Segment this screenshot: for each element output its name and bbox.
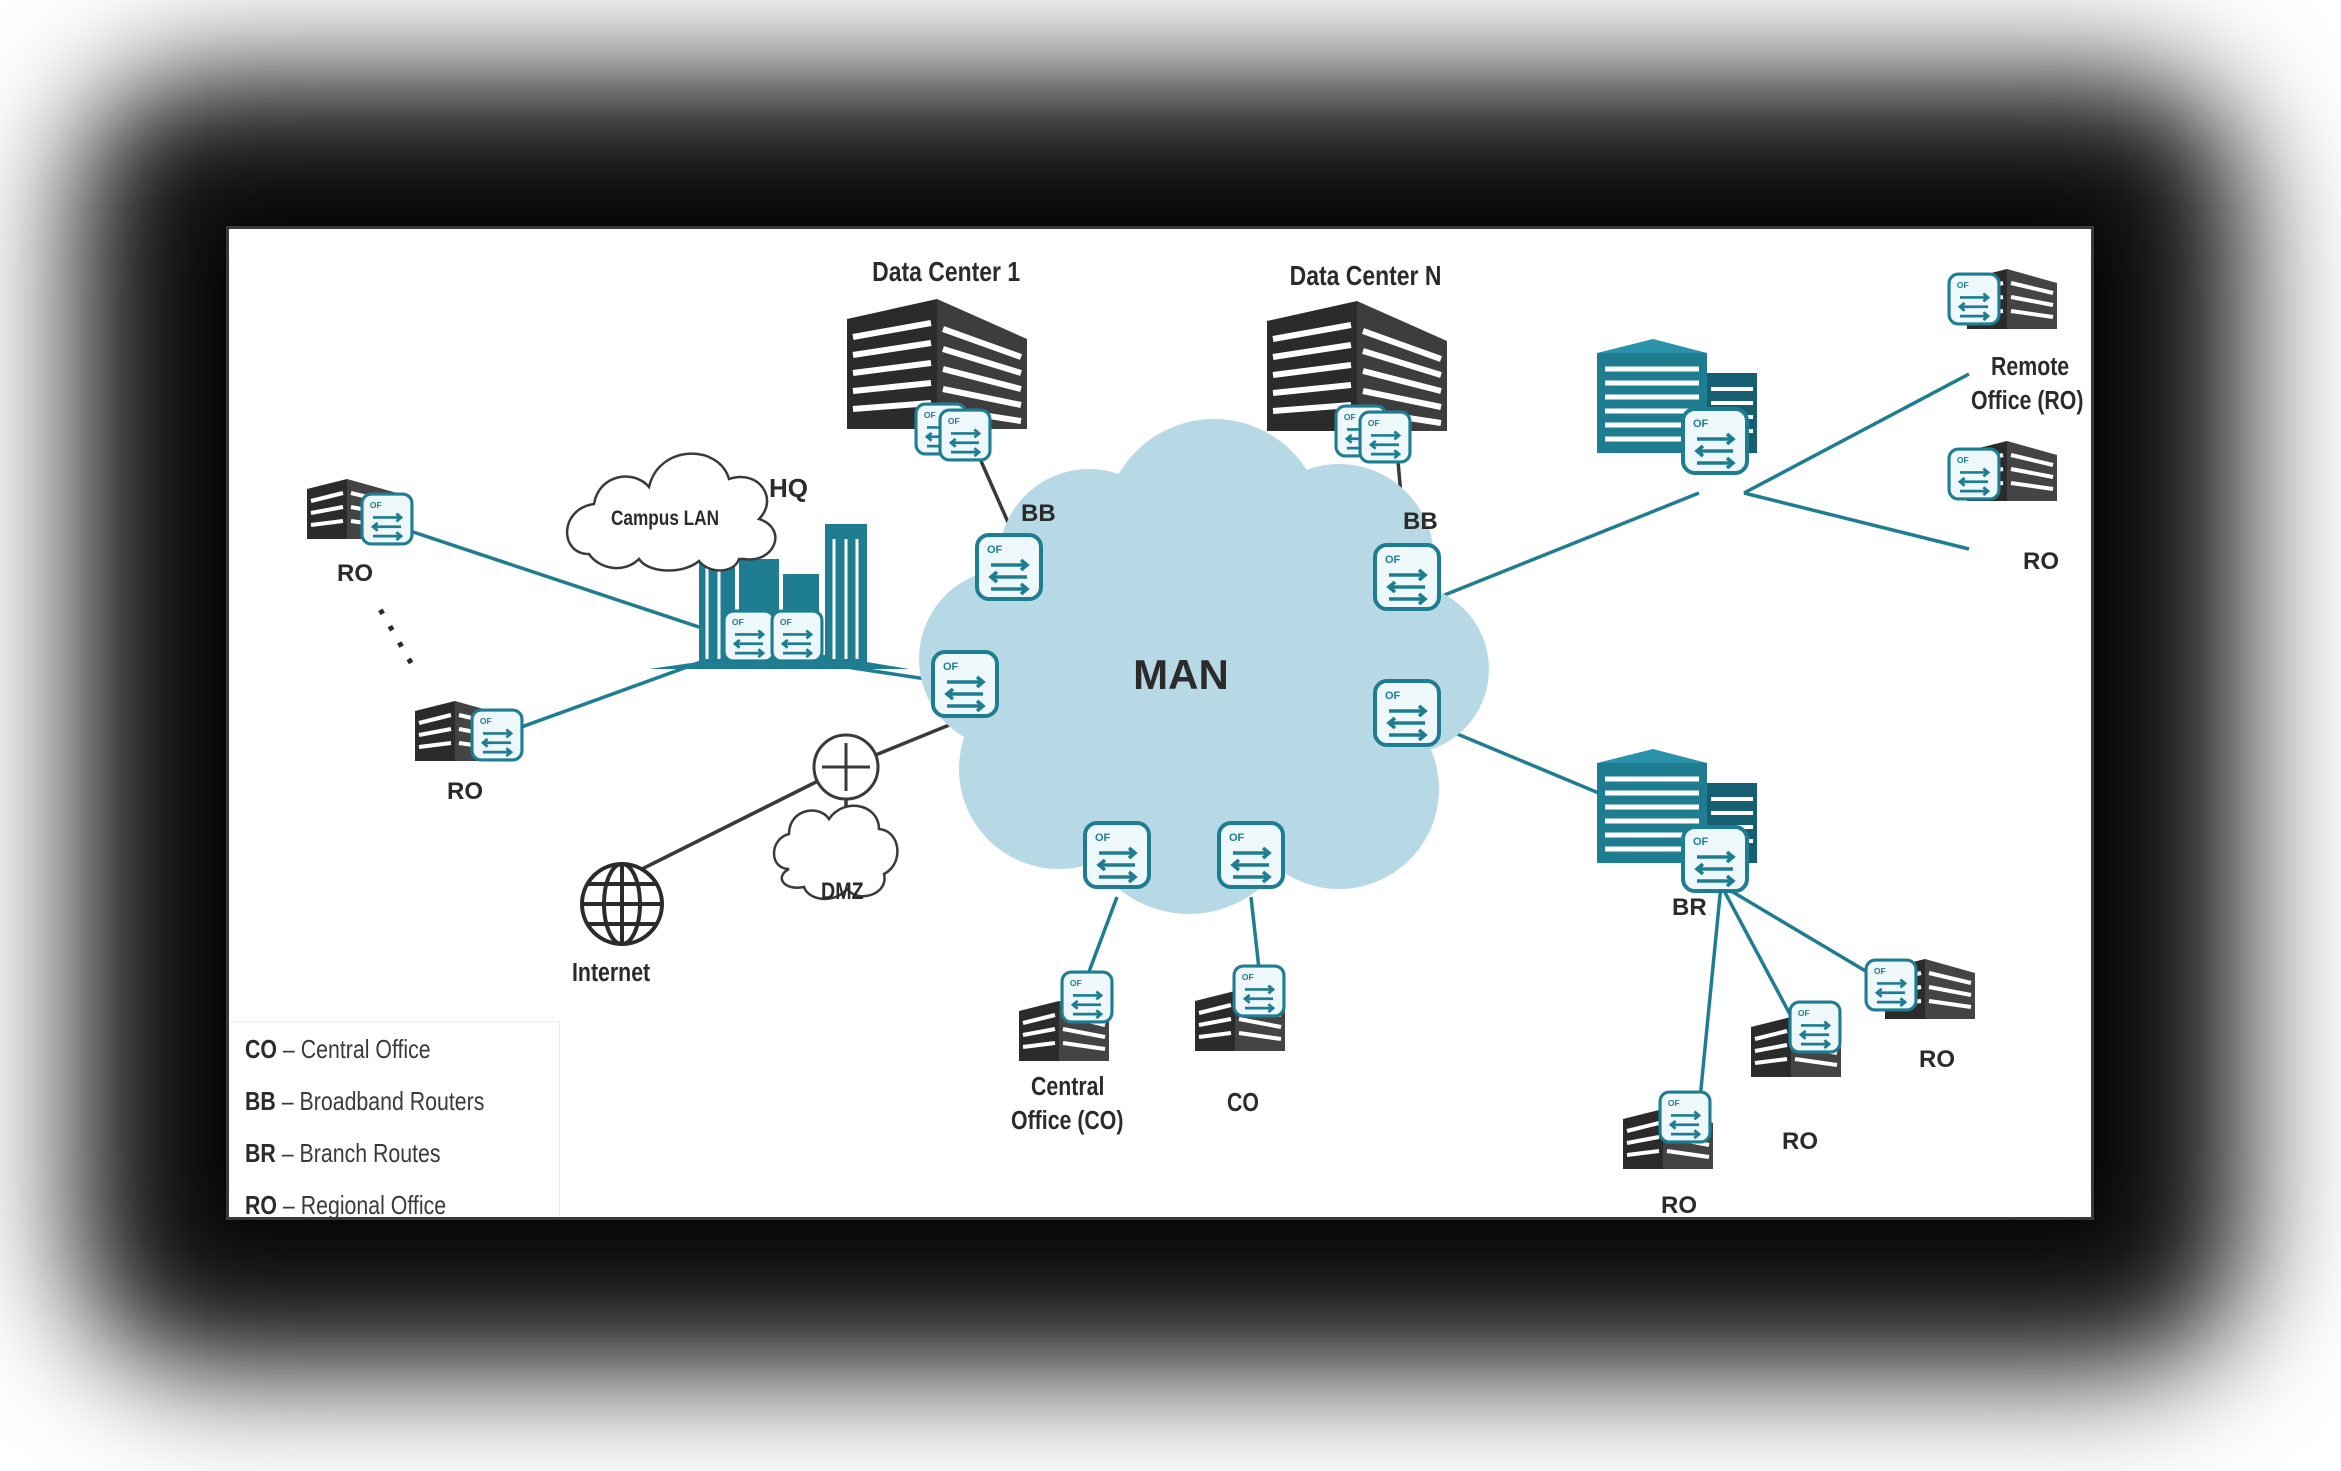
data-center-1: Data Center 1	[847, 257, 1027, 460]
legend-item: BB – Broadband Routers	[245, 1086, 485, 1116]
bb-label-left: BB	[1021, 500, 1056, 527]
branch-building: BR	[1597, 749, 1757, 921]
ellipsis: . . . .	[370, 594, 436, 670]
ro-label: RO	[1919, 1046, 1955, 1073]
ro-label: RO	[337, 560, 373, 587]
man-switch-bottom-left	[1083, 821, 1151, 889]
co-office: CO	[1193, 966, 1287, 1118]
bb-switch-left: BB	[975, 500, 1056, 601]
ro-label: RO	[1782, 1128, 1818, 1155]
legend-item: BR – Branch Routes	[245, 1138, 441, 1168]
dmz-cloud	[772, 804, 899, 901]
network-diagram: OF	[305, 257, 2083, 1217]
branch-ro-bottom: RO	[1621, 1092, 1715, 1217]
hq-label: HQ	[769, 473, 808, 503]
data-center-1-label: Data Center 1	[872, 257, 1020, 288]
globe-icon	[580, 862, 664, 946]
bb-switch-right: BB	[1373, 508, 1441, 611]
remote-office-top: Remote Office (RO)	[1949, 267, 2083, 416]
diagram-frame: OF	[226, 226, 2094, 1220]
hq-site: HQ	[649, 473, 909, 669]
central-office: Central Office (CO)	[1011, 972, 1123, 1136]
remote-office-label-1: Remote	[1991, 352, 2069, 382]
remote-office-label-2: Office (RO)	[1971, 386, 2083, 416]
branch-ro-right: RO	[1866, 957, 1977, 1073]
router-icon	[812, 733, 880, 801]
legend-item: CO – Central Office	[245, 1034, 431, 1064]
data-center-n-label: Data Center N	[1290, 261, 1442, 292]
co-label: CO	[1227, 1088, 1259, 1118]
central-office-label-2: Office (CO)	[1011, 1106, 1123, 1136]
dmz-label: DMZ	[821, 877, 864, 904]
remote-hub-building	[1597, 339, 1757, 475]
legend: CO – Central Office BB – Broadband Route…	[229, 1021, 560, 1220]
ro-label: RO	[447, 778, 483, 805]
man-switch-bottom-right	[1217, 821, 1285, 889]
central-office-label-1: Central	[1031, 1072, 1104, 1102]
bb-label-right: BB	[1403, 508, 1438, 535]
remote-office-ro: RO	[1949, 439, 2059, 575]
regional-office-top-left: RO	[305, 477, 412, 587]
man-switch-right	[1373, 679, 1441, 747]
man-switch-left	[931, 650, 999, 718]
br-label: BR	[1672, 894, 1707, 921]
man-cloud	[919, 419, 1489, 914]
data-center-n: Data Center N	[1267, 261, 1447, 462]
regional-office-left: RO	[413, 699, 522, 805]
internet-label: Internet	[572, 958, 650, 988]
branch-ro-middle: RO	[1749, 1002, 1843, 1155]
man-label: MAN	[1133, 651, 1229, 698]
legend-item: RO – Regional Office	[245, 1190, 447, 1220]
campus-lan-label: Campus LAN	[611, 508, 719, 531]
campus-lan-cloud	[565, 452, 777, 572]
ro-label: RO	[2023, 548, 2059, 575]
ro-label: RO	[1661, 1192, 1697, 1217]
